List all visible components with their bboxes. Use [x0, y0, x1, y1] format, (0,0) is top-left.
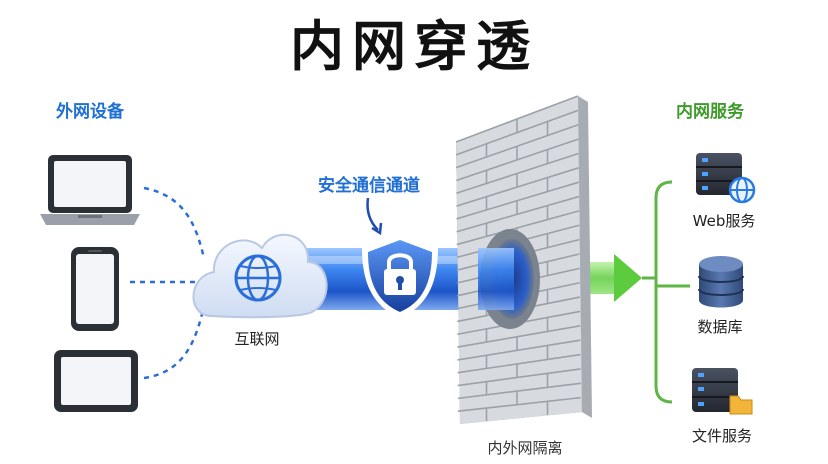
cloud-globe-icon [192, 233, 328, 319]
shield-lock-icon [362, 234, 438, 318]
internal-services-label: 内网服务 [676, 102, 744, 122]
external-devices-label: 外网设备 [56, 102, 124, 122]
file-server-icon [692, 368, 753, 415]
internet-label: 互联网 [234, 330, 280, 348]
service-branches [642, 180, 690, 404]
firewall-label: 内外网隔离 [487, 439, 563, 457]
tablet-icon [54, 350, 138, 412]
page-title: 内网穿透 [290, 15, 538, 78]
brick-wall-icon [455, 95, 592, 424]
tunnel-callout-arrow [366, 197, 379, 231]
laptop-icon [40, 155, 140, 225]
secure-tunnel-label: 安全通信通道 [318, 176, 420, 196]
laptop-connector [143, 186, 206, 259]
tablet-connector [143, 305, 206, 380]
smartphone-icon [71, 247, 119, 331]
web-server-icon [696, 153, 756, 204]
database-label: 数据库 [697, 318, 743, 336]
database-icon [698, 256, 744, 308]
tunnel-callout-arrowhead [371, 222, 383, 236]
web-service-label: Web服务 [692, 212, 756, 230]
device-connectors [130, 186, 206, 380]
file-service-label: 文件服务 [691, 427, 752, 445]
